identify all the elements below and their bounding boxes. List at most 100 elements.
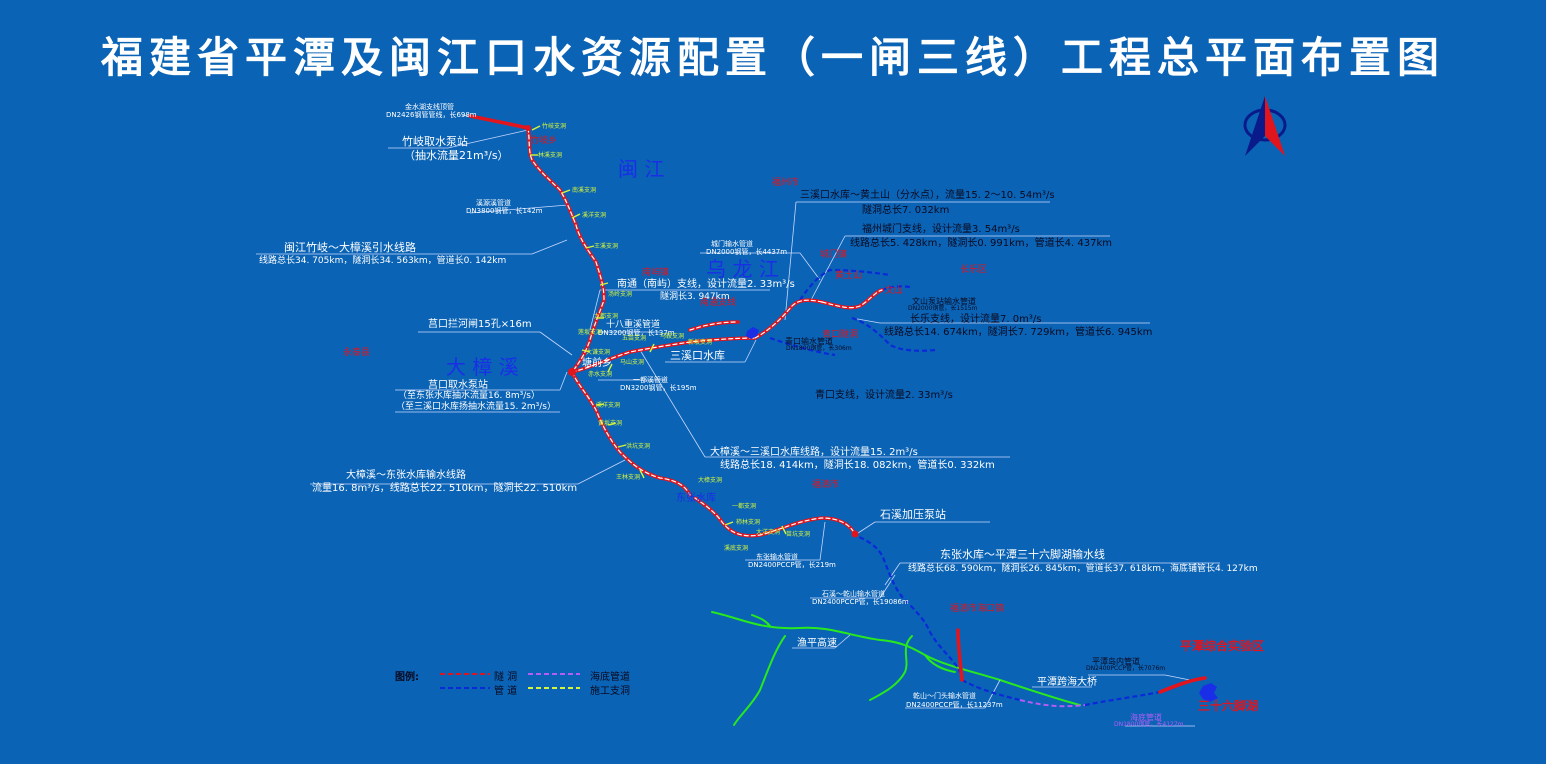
adit-label: 王林支洞 [616,474,641,481]
pingtan-bridge-label: 平潭跨海大桥 [1037,677,1097,688]
juekou-station-flow2: （至三溪口水库扬抽水流量15. 2m³/s） [396,402,556,412]
tunnel-qianshan [956,628,964,682]
yidu-pipe-label: 一都溪管道 [633,376,668,384]
pingtan-island-pipe-label: 平潭岛内管道 [1092,657,1140,666]
north-arrow-icon [1243,96,1287,156]
map-title: 福建省平潭及闽江口水资源配置（一闸三线）工程总平面布置图 [100,33,1445,82]
pipeline-path [851,316,936,352]
tunnel-sanxi-huangtu [753,298,824,340]
place-chengmen: 城门镇 [820,250,848,260]
shibadu-pipe-spec: DN3200钢管，长137m [598,329,675,337]
pipeline-path [799,268,891,301]
place-fuzhou: 福州市 [772,178,800,188]
changle-branch-spec: 线路总长14. 674km，隧洞长7. 729km，管道长6. 945km [884,327,1153,338]
place-fuqing2: 福清市海口镇 [950,604,1005,614]
dazhang-sanxi-label: 大樟溪～三溪口水库线路，设计流量15. 2m³/s [710,447,918,458]
river-path [869,635,913,701]
changle-branch-label: 长乐支线，设计流量7. 0m³/s [910,314,1042,325]
jinshui-pipe-spec: DN2426钢管管线，长698m [386,111,477,119]
dongzhang-reservoir-label: 东张水库 [676,493,716,504]
dongzhang-pipe-spec: DN2400PCCP管，长219m [748,561,836,569]
minjiang-line-label: 闽江竹岐～大樟溪引水线路 [284,241,416,254]
xiyuan-pipe-spec: DN3800钢管，长142m [466,207,543,215]
place-nantong-branch: 南通支线 [700,298,737,308]
subsea-layer [1019,699,1086,708]
adit-label: 苗坑支洞 [786,531,811,538]
yuping-highway-label: 渔平高速 [797,638,837,649]
place-changle: 长乐区 [960,265,988,275]
adit-label: 竹岐支洞 [542,123,567,130]
zhuqi-station-flow: （抽水流量21m³/s） [404,149,509,162]
subsea-path [1019,699,1086,708]
pipeline-path [851,532,962,673]
jinshui-pipe-label: 金水湖支线顶管 [405,103,454,111]
river-label-minjiang: 闽 江 [618,157,665,181]
xiyuan-pipe-label: 溪源溪管道 [476,199,511,207]
minjiang-line-spec: 线路总长34. 705km，隧洞长34. 563km，管道长0. 142km [259,256,507,266]
tangqian-label: 塘前乡 [582,358,612,369]
adit-label: 马鞍支洞 [660,333,685,340]
legend-adit: 施工支洞 [590,686,630,697]
yidu-pipe-spec: DN3200钢管，长195m [620,384,697,392]
legend-title: 图例: [395,672,419,683]
chengmen-pipe-spec: DN2000钢管，长4437m [706,248,788,256]
river-path [924,654,956,673]
leader-lines [256,114,1220,727]
tunnel-layer [468,114,1207,694]
adit-label: 大谦支洞 [586,349,611,356]
place-qingkou-tunnel: 青口隧洞 [822,330,859,340]
pipeline-path [961,679,1021,702]
adit-label: 溪洋支洞 [582,212,607,219]
adit-marks [530,125,787,535]
subsea-pipe-spec: DN1800钢管，长4127m [1114,721,1184,728]
adit-label: 马山支洞 [620,359,645,366]
shixi-pipe-label: 石溪～乾山输水管道 [822,590,885,598]
dazhang-dongzhang-label: 大樟溪～东张水库输水线路 [346,470,466,481]
tunnel-changle [820,288,884,310]
qingkou-pipe-label: 青口输水管道 [785,337,833,346]
place-zhuqi: 竹岐乡 [530,136,558,146]
rivers-layer [711,611,1081,726]
zhuqi-station-label: 竹岐取水泵站 [402,135,468,148]
juekou-gate-label: 莒口拦河闸15孔×16m [428,319,532,330]
sanxi-huangtu-label: 三溪口水库～黄土山（分水点），流量15. 2～10. 54m³/s [800,190,1055,201]
adit-label: 汤岭支洞 [608,291,633,298]
dazhang-dongzhang-spec: 流量16. 8m³/s，线路总长22. 510km，隧洞长22. 510km [312,483,578,494]
shixi-station-marker [851,530,859,538]
adit-label: 莲坂支洞 [578,329,603,336]
qingkou-branch-label: 青口支线，设计流量2. 33m³/s [815,390,953,401]
adit-label: 一都支洞 [732,503,757,510]
adit-label: 赤水支洞 [588,371,613,378]
tunnel-nantong [688,320,740,332]
adit-label: 王溪支洞 [594,243,619,250]
sanxikou-reservoir-shape [746,327,759,339]
adit-label: 溪洋支洞 [596,402,621,409]
legend-pipeline: 管 道 [494,686,518,697]
dongzhang-pipe-label: 东张输水管道 [756,553,798,561]
tunnel-pingtan [1158,676,1207,694]
shixi-pipe-spec: DN2400PCCP管，长19086m [812,598,909,606]
shibadu-pipe-label: 十八重溪管道 [606,320,661,330]
chengmen-branch-label: 福州城门支线，设计流量3. 54m³/s [862,224,1020,235]
sanxi-huangtu-spec: 隧洞总长7. 032km [862,205,950,216]
river-label-wulongjiang: 乌 龙 江 [706,257,779,281]
zhuqi-station-marker [525,125,531,131]
pipeline-path [769,336,836,357]
station-markers [525,125,1218,702]
pingtan-island-pipe-spec: DN2400PCCP管，长7076m [1086,665,1166,672]
nantong-branch-spec: 隧洞长3. 947km [660,292,730,302]
place-fuqing: 福清市 [812,480,840,490]
nantong-branch-label: 南通（南屿）支线，设计流量2. 33m³/s [617,279,795,290]
adit-label: 柿林支洞 [736,519,761,526]
dongzhang-pingtan-label: 东张水库～平潭三十六脚湖输水线 [940,548,1105,561]
qianshan-pipe-spec: DN2400PCCP管，长11237m [906,701,1003,709]
wenshan-pipe-label: 文山泵站输水管道 [912,297,976,306]
chengmen-branch-spec: 线路总长5. 428km，隧洞长0. 991km，管道长4. 437km [850,238,1113,249]
shixi-station-label: 石溪加压泵站 [880,508,946,521]
river-path [711,611,1081,706]
legend-lines [440,673,580,689]
legend-subsea: 海底管道 [590,672,630,683]
place-huangtushan: 黄土山 [835,271,863,281]
sanxikou-reservoir-label: 三溪口水库 [670,349,725,362]
